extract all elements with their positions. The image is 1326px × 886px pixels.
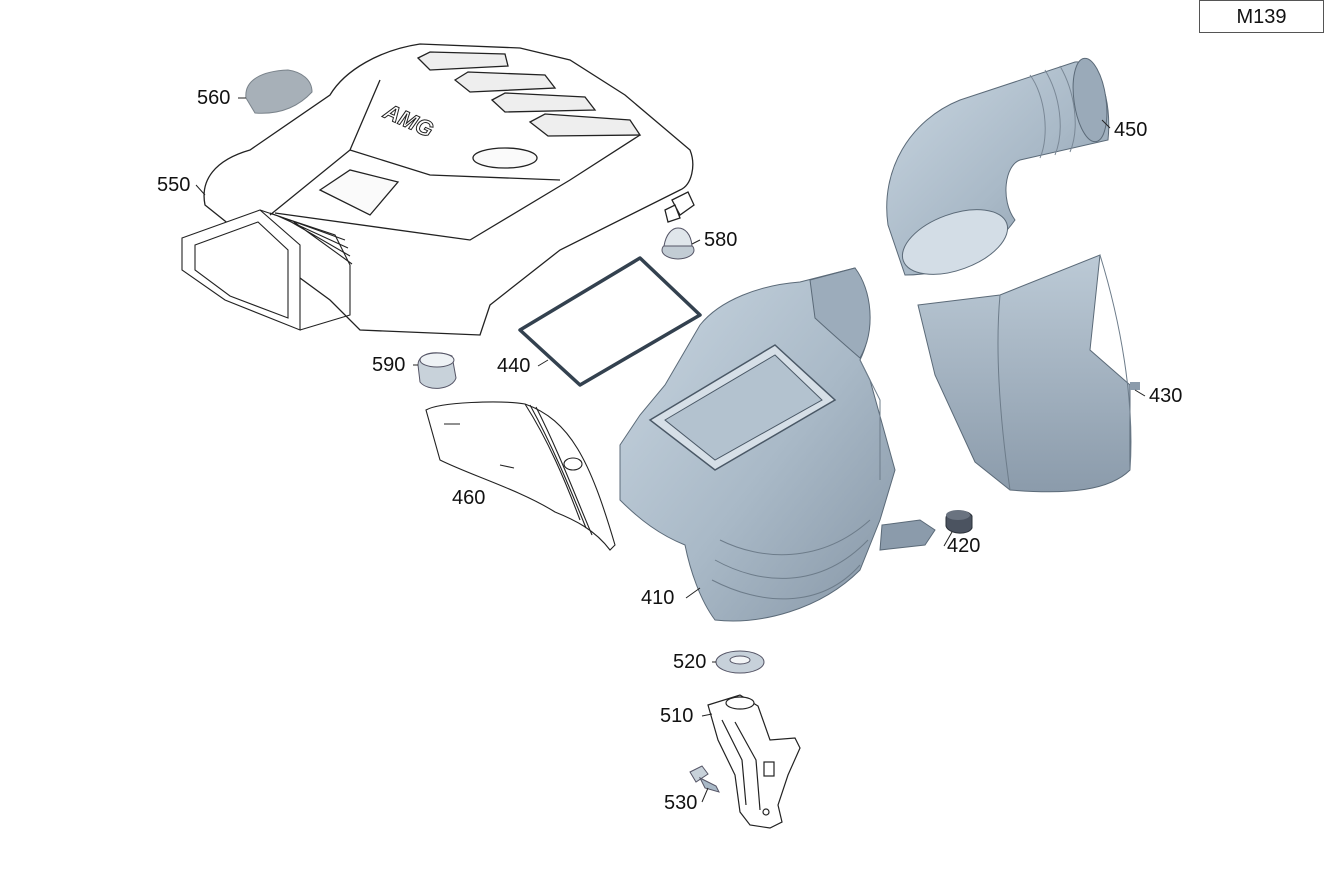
model-code-box: M139 xyxy=(1199,0,1324,33)
callout-440[interactable]: 440 xyxy=(497,355,531,377)
callout-590[interactable]: 590 xyxy=(372,354,406,376)
callout-410[interactable]: 410 xyxy=(641,587,675,609)
callout-420[interactable]: 420 xyxy=(947,535,981,557)
part-420-grommet[interactable] xyxy=(945,510,973,534)
callout-550[interactable]: 550 xyxy=(157,174,191,196)
part-460-shroud[interactable] xyxy=(425,401,616,551)
callout-430[interactable]: 430 xyxy=(1149,385,1183,407)
part-410-air-filter-housing[interactable] xyxy=(619,267,936,622)
callout-510[interactable]: 510 xyxy=(660,705,694,727)
leader-lines xyxy=(195,97,1146,803)
callout-580[interactable]: 580 xyxy=(704,229,738,251)
callout-460[interactable]: 460 xyxy=(452,487,486,509)
part-580-grommet[interactable] xyxy=(661,227,695,260)
part-560-pad[interactable] xyxy=(245,69,313,114)
part-450-duct[interactable] xyxy=(886,56,1112,287)
part-440-seal[interactable] xyxy=(518,256,702,387)
part-590-grommet[interactable] xyxy=(417,352,457,389)
callout-520[interactable]: 520 xyxy=(673,651,707,673)
part-510-bracket[interactable] xyxy=(707,694,801,829)
callout-450[interactable]: 450 xyxy=(1114,119,1148,141)
part-550-engine-cover[interactable]: AMG xyxy=(181,43,695,336)
part-430-filter-element[interactable] xyxy=(917,254,1140,493)
part-530-bolt[interactable] xyxy=(689,765,720,793)
callout-530[interactable]: 530 xyxy=(664,792,698,814)
callout-560[interactable]: 560 xyxy=(197,87,231,109)
part-520-grommet[interactable] xyxy=(715,650,765,674)
